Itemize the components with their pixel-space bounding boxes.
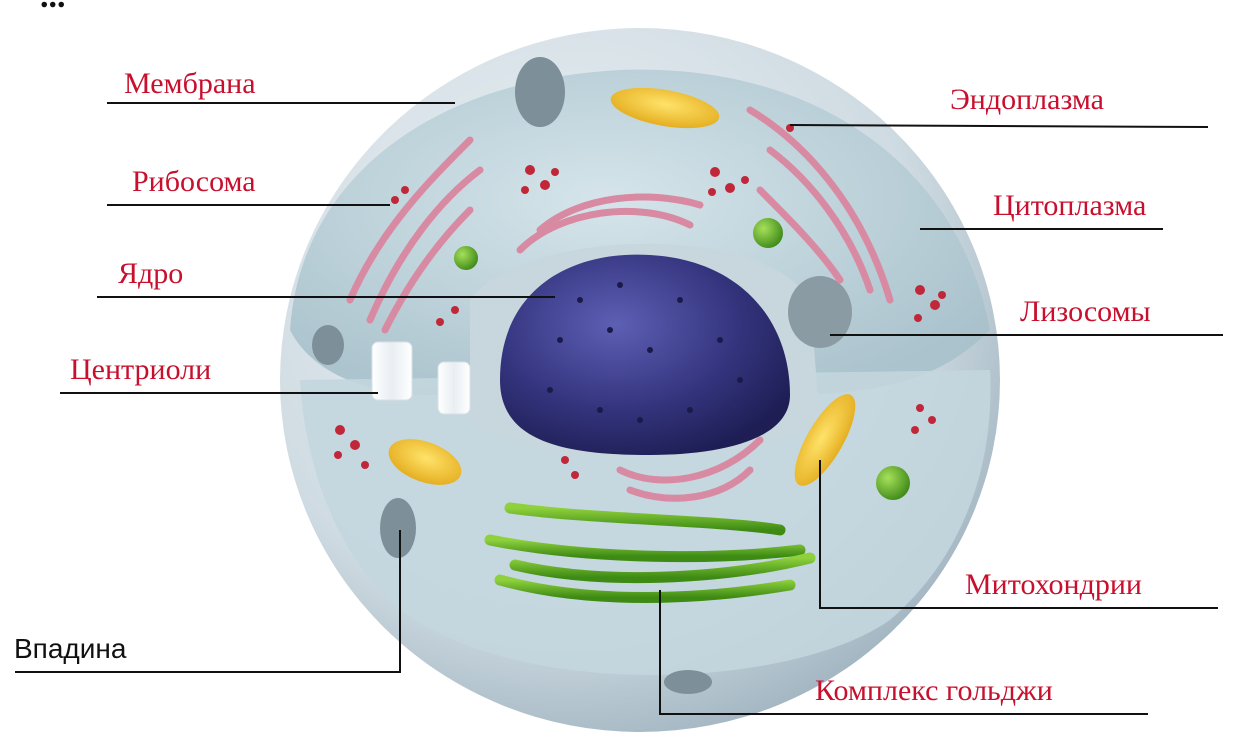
- label-nucleus: Ядро: [118, 258, 183, 290]
- label-membrane: Мембрана: [124, 68, 256, 100]
- label-ribosome: Рибосома: [132, 166, 256, 198]
- top-title-fragment: ...: [40, 0, 66, 16]
- label-centrioles: Центриоли: [70, 354, 211, 386]
- label-endoplasm: Эндоплазма: [950, 84, 1104, 116]
- label-golgi: Комплекс гольджи: [815, 675, 1053, 707]
- label-mitochondria: Митохондрии: [965, 569, 1142, 601]
- label-cytoplasm: Цитоплазма: [993, 190, 1146, 222]
- label-lysosomes: Лизосомы: [1020, 296, 1151, 328]
- label-pit: Впадина: [14, 633, 126, 665]
